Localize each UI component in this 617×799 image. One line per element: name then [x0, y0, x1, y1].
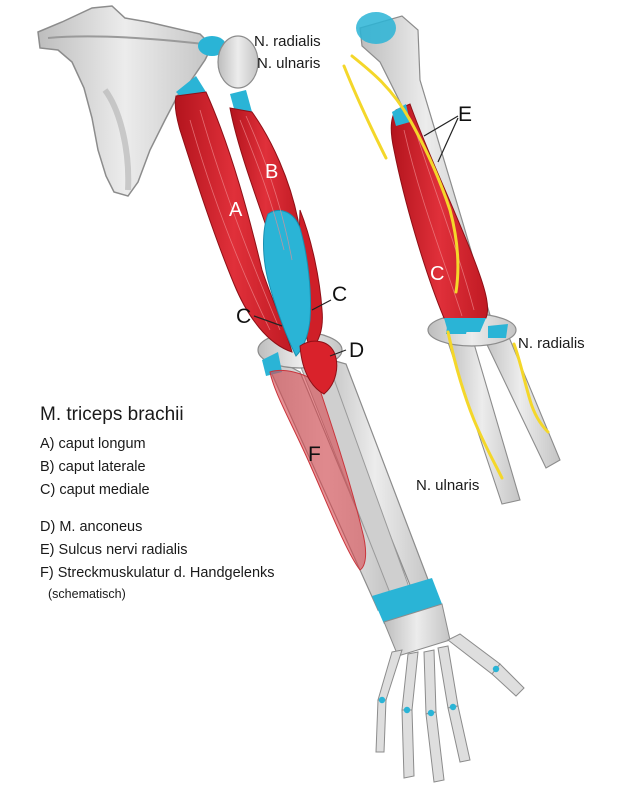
scapula-shade [102, 88, 132, 191]
wrist-tendon-band [372, 578, 442, 624]
tendon-insertion-right [444, 318, 486, 332]
label-f: F [308, 443, 321, 466]
legend-gap [40, 502, 275, 516]
phalanx-2 [401, 709, 415, 779]
legend-item-e: E) Sulcus nervi radialis [40, 542, 188, 558]
pointer-c-right [311, 299, 332, 311]
finger-joints [378, 665, 500, 717]
label-n-radialis-bottom: N. radialis [518, 335, 585, 352]
label-n-radialis-top: N. radialis [254, 33, 321, 50]
legend-item-b: B) caput laterale [40, 459, 146, 475]
phalanx-4 [447, 705, 471, 763]
legend-note: (schematisch) [48, 587, 126, 601]
pointer-e-1 [423, 115, 459, 137]
pointer-c-left [253, 315, 283, 327]
label-c-left: C [236, 305, 252, 328]
label-n-ulnaris-bottom: N. ulnaris [416, 477, 480, 494]
nerve-ulnaris-path [342, 64, 388, 160]
legend-title: M. triceps brachii [40, 404, 184, 425]
nerve-radialis-lower [512, 342, 550, 434]
triceps-caput-longum [174, 91, 293, 353]
phalanx-3 [425, 711, 445, 783]
nerve-ulnaris-lower [446, 330, 504, 480]
label-e: E [458, 103, 473, 126]
nerves [342, 54, 550, 480]
label-b: B [265, 161, 279, 183]
legend-item-c: C) caput mediale [40, 482, 150, 498]
scapula [37, 5, 213, 197]
label-d: D [349, 339, 365, 362]
left-arm [37, 5, 525, 783]
tendon-origin-right [392, 104, 410, 126]
metacarpal-3 [423, 649, 437, 715]
label-n-ulnaris-top: N. ulnaris [257, 55, 321, 72]
pointer-e-2 [437, 117, 459, 163]
right-arm [342, 12, 561, 505]
elbow-tendon [262, 352, 282, 376]
phalanx-1 [375, 699, 387, 753]
humerus-head [217, 35, 259, 89]
anconeus-d [299, 340, 338, 395]
hand-bones [375, 633, 525, 783]
pointer-lines [253, 299, 347, 357]
elbow-right-tendon-2 [488, 324, 508, 338]
legend-item-a: A) caput longum [40, 436, 146, 452]
humerus-head-right [356, 12, 396, 44]
scapula-spine [47, 35, 205, 45]
metacarpal-2 [401, 651, 419, 711]
muscle-fibers [189, 109, 293, 331]
metacarpal-1 [377, 649, 403, 701]
legend-item-f: F) Streckmuskulatur d. Handgelenks [40, 565, 275, 581]
legend-item-d: D) M. anconeus [40, 519, 143, 535]
thumb-bone [447, 633, 501, 675]
nerve-radialis-path [350, 54, 460, 294]
label-c-right-arm: C [430, 263, 445, 285]
label-c-right: C [332, 283, 348, 306]
shoulder-cap [198, 36, 226, 56]
muscle-fibers-right [403, 125, 475, 317]
legend: M. triceps brachii A) caput longum B) ca… [40, 404, 275, 603]
label-a: A [229, 199, 243, 221]
pointer-d [329, 349, 347, 357]
pointer-lines-e [423, 115, 459, 163]
metacarpal-4 [437, 645, 459, 709]
